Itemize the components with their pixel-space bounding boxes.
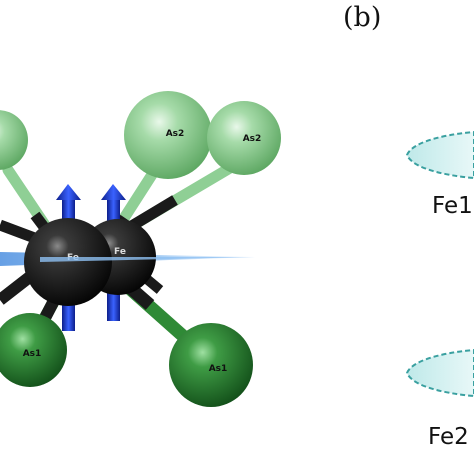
orbital-lobe-fe2 — [405, 348, 474, 398]
panel-b-label: (b) — [343, 2, 382, 33]
atom-as2-left — [0, 110, 28, 170]
atom-as1-right: As1 — [169, 323, 253, 407]
as1-label: As1 — [23, 349, 42, 359]
atom-as1-left: As1 — [0, 313, 67, 387]
as1-label: As1 — [209, 364, 228, 374]
as2-label: As2 — [243, 134, 262, 144]
fe2-site-label: Fe2 — [428, 424, 469, 450]
fe1-site-label: Fe1 — [432, 193, 473, 219]
as2-label: As2 — [166, 129, 185, 139]
atom-as2-middle: As2 — [124, 91, 212, 179]
atom-fe-front: Fe — [24, 218, 112, 306]
fe-label: Fe — [114, 247, 126, 257]
orbital-lobe-fe1 — [405, 130, 474, 180]
atom-as2-right: As2 — [207, 101, 281, 175]
fe-plane-front — [40, 257, 255, 262]
